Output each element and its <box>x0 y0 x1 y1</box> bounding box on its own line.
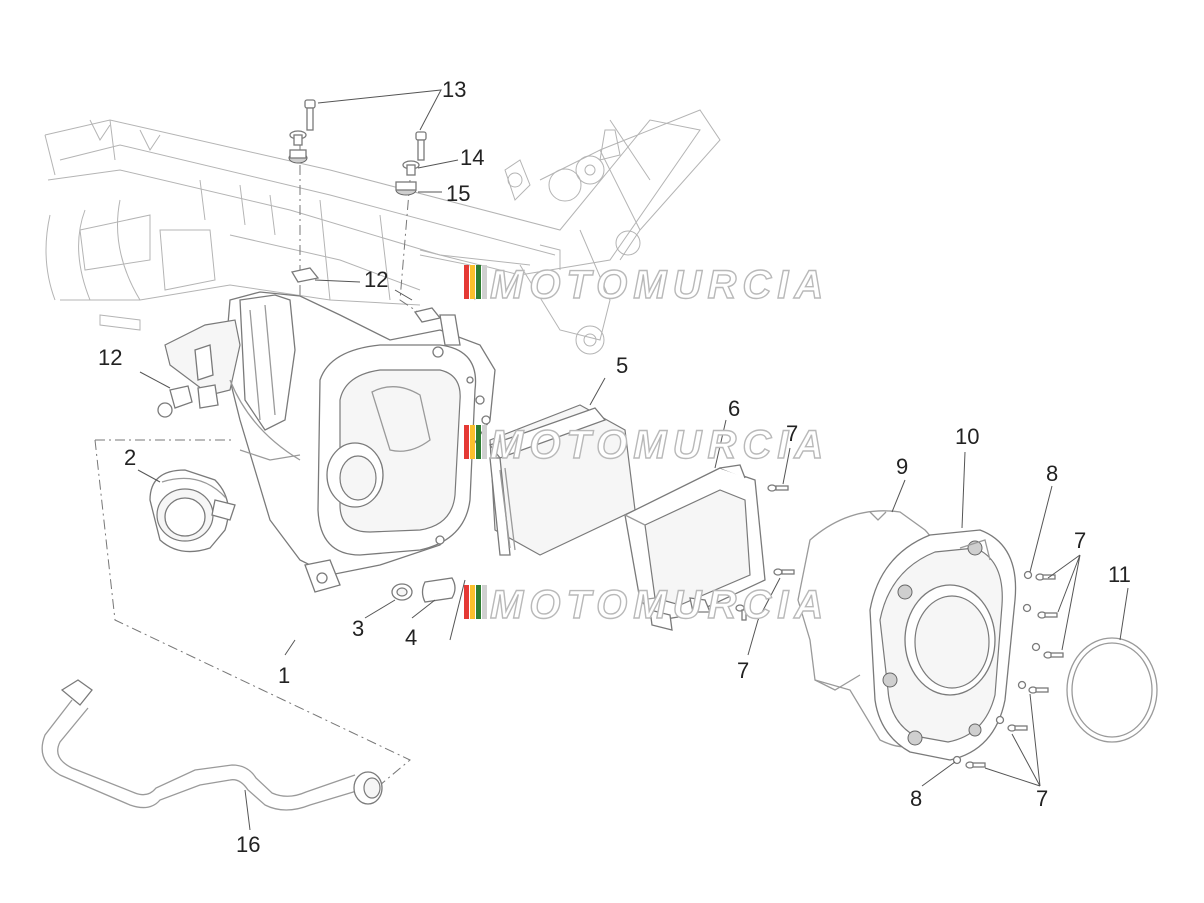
motorcycle-frame <box>44 109 721 355</box>
clip-and-pin <box>391 577 456 603</box>
air-box-cover <box>869 529 1017 761</box>
callout-2: 2 <box>124 445 136 470</box>
callout-12-left: 12 <box>98 345 122 370</box>
callout-8-bottom: 8 <box>910 786 922 811</box>
callout-7-top: 7 <box>786 421 798 446</box>
watermark-text: MOTOMURCIA <box>490 583 829 627</box>
rubber-grommets-12-top <box>290 267 442 323</box>
filter-frame <box>624 464 766 631</box>
callout-7-bottom: 7 <box>737 658 749 683</box>
callout-9: 9 <box>896 454 908 479</box>
watermark-text: MOTOMURCIA <box>490 263 829 307</box>
callout-12-top: 12 <box>364 267 388 292</box>
callout-5: 5 <box>616 353 628 378</box>
callout-15: 15 <box>446 181 470 206</box>
intake-sleeve <box>149 469 236 553</box>
bolt-13-right <box>395 131 427 196</box>
callout-10: 10 <box>955 424 979 449</box>
cover-screws-and-washers <box>952 570 1064 769</box>
callout-13: 13 <box>442 77 466 102</box>
callout-14: 14 <box>460 145 484 170</box>
callout-16: 16 <box>236 832 260 857</box>
watermark-top: MOTOMURCIA <box>464 262 829 308</box>
callout-8-top: 8 <box>1046 461 1058 486</box>
callout-11: 11 <box>1108 562 1131 587</box>
watermark-bottom: MOTOMURCIA <box>464 582 829 628</box>
air-filter-housing <box>157 291 496 593</box>
callout-labels: 13 14 15 12 12 5 6 7 10 9 8 7 11 2 3 4 1… <box>98 77 1131 857</box>
screws-7-frame <box>735 484 795 621</box>
air-filter-element <box>488 404 636 556</box>
watermark-text: MOTOMURCIA <box>490 423 829 467</box>
bolt-13-left <box>288 99 316 164</box>
callout-4: 4 <box>405 625 417 650</box>
callout-6: 6 <box>728 396 740 421</box>
breather-hose <box>41 679 383 811</box>
callout-1: 1 <box>278 663 290 688</box>
o-ring <box>1066 637 1158 743</box>
callout-7-right: 7 <box>1074 528 1086 553</box>
callout-3: 3 <box>352 616 364 641</box>
watermark-middle: MOTOMURCIA <box>464 422 829 468</box>
leader-lines <box>137 89 1129 831</box>
callout-7-bottom-right: 7 <box>1036 786 1048 811</box>
